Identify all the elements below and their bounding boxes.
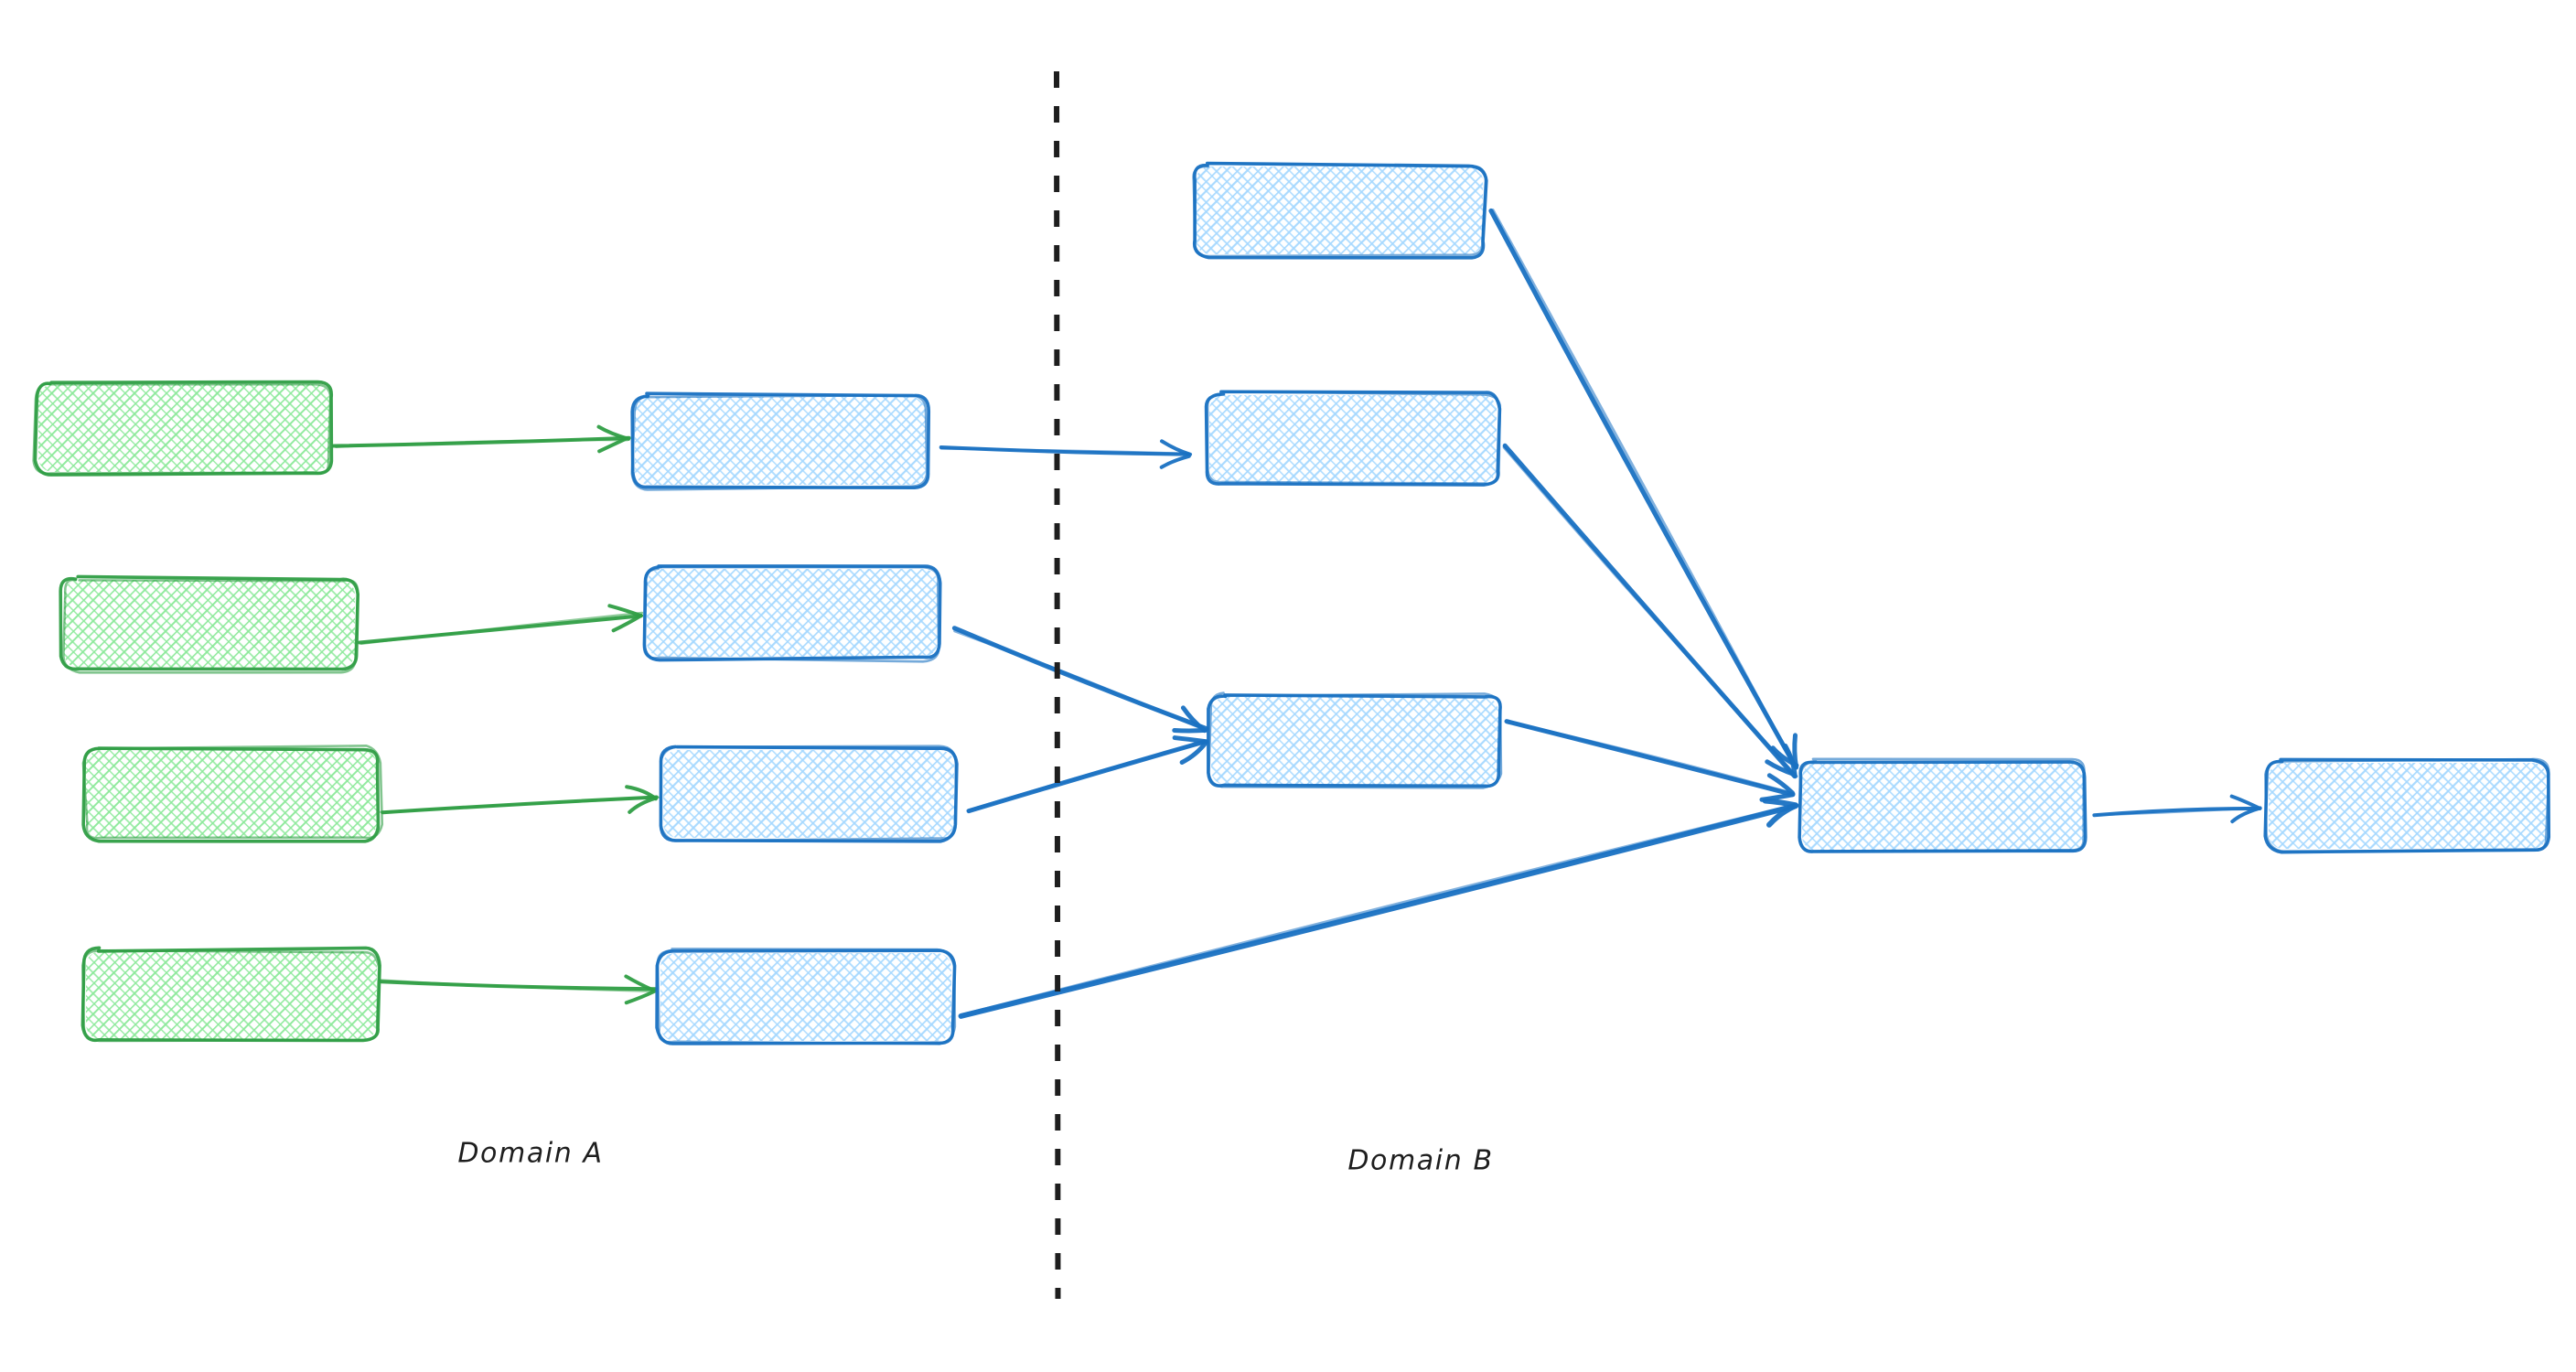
node-b-in-1[interactable] xyxy=(1192,161,1488,260)
domain-b-label: Domain B xyxy=(1347,1145,1493,1177)
node-b-out[interactable] xyxy=(2263,757,2551,854)
node-b-hub[interactable] xyxy=(1798,757,2088,853)
node-b-in-3[interactable] xyxy=(1207,691,1503,789)
edge-e-b1 xyxy=(1488,208,1799,770)
node-a-src-3[interactable] xyxy=(81,745,384,843)
node-a-src-2[interactable] xyxy=(59,574,360,674)
edge-e-b2 xyxy=(1502,443,1798,779)
domain-a-label: Domain A xyxy=(457,1138,603,1170)
edge-e-m1 xyxy=(939,439,1193,469)
label-layer: Domain A Domain B xyxy=(457,1138,1493,1177)
edge-e-a3 xyxy=(380,785,660,815)
edge-e-a1 xyxy=(331,424,631,454)
edge-e-m2 xyxy=(951,626,1209,734)
divider-layer xyxy=(1054,70,1061,1300)
edge-e-m3 xyxy=(966,735,1209,814)
edge-e-b3 xyxy=(1504,719,1796,802)
node-b-in-2[interactable] xyxy=(1204,390,1502,487)
edge-e-m4 xyxy=(958,798,1799,1019)
node-layer xyxy=(32,161,2551,1045)
node-a-mid-3[interactable] xyxy=(659,745,959,843)
node-a-src-1[interactable] xyxy=(32,380,334,477)
node-a-mid-4[interactable] xyxy=(655,948,957,1045)
node-a-mid-1[interactable] xyxy=(630,391,931,491)
domain-divider xyxy=(1054,70,1061,1300)
edge-e-a2 xyxy=(358,604,644,646)
edge-e-out xyxy=(2092,794,2262,824)
edge-e-a4 xyxy=(378,974,658,1005)
node-a-src-4[interactable] xyxy=(80,946,381,1043)
node-a-mid-2[interactable] xyxy=(642,564,942,663)
edge-layer xyxy=(331,208,2262,1019)
